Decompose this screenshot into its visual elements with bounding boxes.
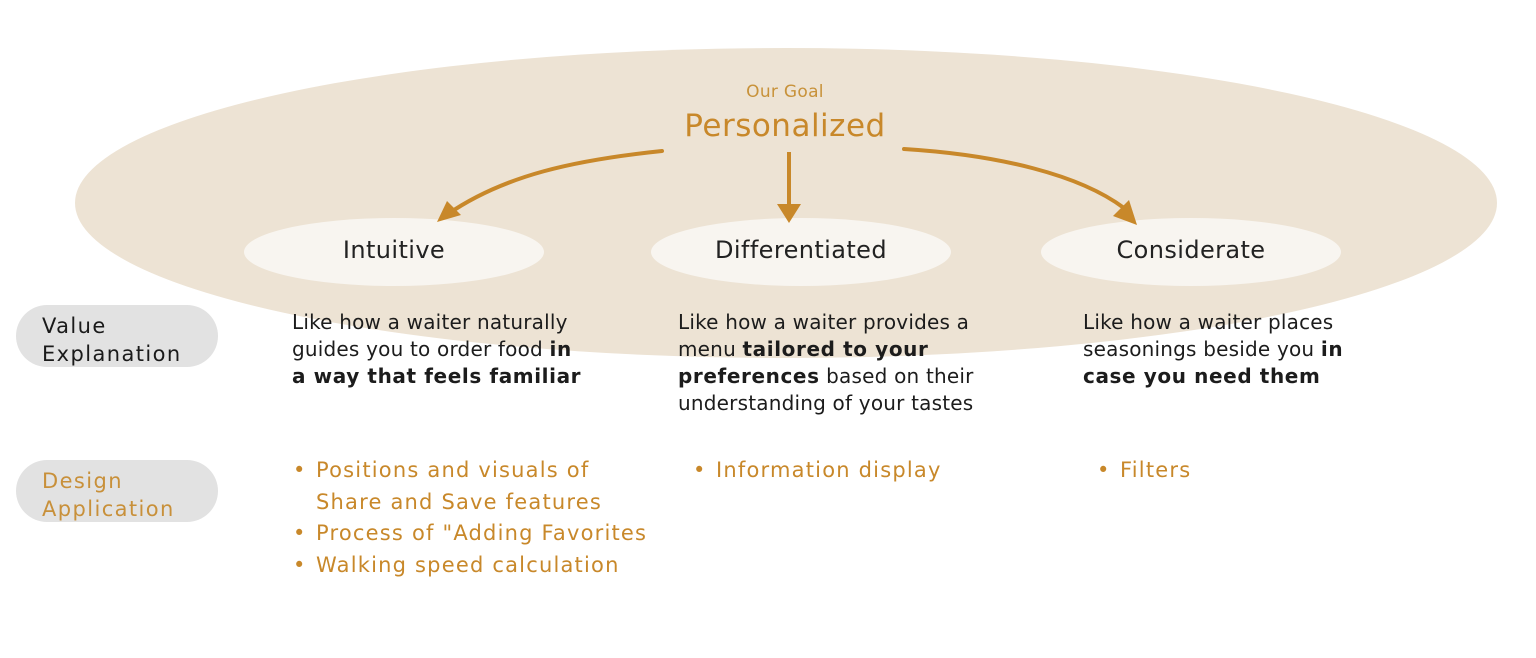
bullet-icon: • xyxy=(293,552,307,577)
design-application-item: • Walking speed calculation xyxy=(292,550,662,582)
row-label-line: Explanation xyxy=(42,342,182,366)
pillar-label-considerate: Considerate xyxy=(1116,236,1266,264)
arrowhead-considerate xyxy=(1113,200,1137,225)
goal-title: Personalized xyxy=(684,108,886,144)
design-application-text: Positions and visuals of Share and Save … xyxy=(316,458,603,514)
arrowhead-intuitive xyxy=(437,201,461,222)
value-explanation-intuitive: Like how a waiter naturally guides you t… xyxy=(292,309,582,390)
explanation-text: based on their understanding of your tas… xyxy=(678,364,974,415)
design-application-intuitive: • Positions and visuals of Share and Save… xyxy=(292,455,662,581)
explanation-text: Like how a waiter naturally guides you t… xyxy=(292,310,568,361)
pillar-ellipse-intuitive xyxy=(244,218,544,286)
design-application-considerate: • Filters xyxy=(1096,455,1296,487)
explanation-text: Like how a waiter provides a menu xyxy=(678,310,970,361)
arrow-to-intuitive xyxy=(446,149,664,216)
row-label-design-application: Design Application xyxy=(16,460,218,522)
design-application-text: Filters xyxy=(1120,458,1192,482)
arrow-to-considerate xyxy=(902,147,1126,210)
design-application-differentiated: • Information display xyxy=(692,455,1012,487)
row-label-line: Value xyxy=(42,314,107,338)
pillar-ellipse-considerate xyxy=(1041,218,1341,286)
explanation-emphasis: in case you need them xyxy=(1083,337,1344,388)
design-application-text: Walking speed calculation xyxy=(316,552,620,577)
explanation-emphasis: in a way that feels familiar xyxy=(292,337,582,388)
design-application-item: • Information display xyxy=(692,455,1012,487)
bullet-icon: • xyxy=(1097,458,1111,482)
explanation-text: Like how a waiter places seasonings besi… xyxy=(1083,310,1334,361)
pillar-label-intuitive: Intuitive xyxy=(342,236,446,264)
bullet-icon: • xyxy=(693,458,707,482)
pillar-ellipse-differentiated xyxy=(651,218,951,286)
design-application-item: • Process of "Adding Favorites xyxy=(292,518,662,550)
explanation-emphasis: tailored to your preferences xyxy=(678,337,929,388)
design-application-text: Process of "Adding Favorites xyxy=(316,521,648,545)
design-application-item: • Positions and visuals of Share and Save… xyxy=(292,455,662,518)
value-explanation-differentiated: Like how a waiter provides a menu tailor… xyxy=(678,309,1023,417)
goal-caption: Our Goal xyxy=(746,82,824,102)
bullet-icon: • xyxy=(293,521,307,545)
pillar-label-differentiated: Differentiated xyxy=(715,236,887,264)
design-application-item: • Filters xyxy=(1096,455,1296,487)
row-label-line: Application xyxy=(42,497,175,521)
arrowhead-differentiated xyxy=(777,204,801,223)
row-label-line: Design xyxy=(42,469,123,493)
design-application-text: Information display xyxy=(716,458,942,482)
row-label-value-explanation: Value Explanation xyxy=(16,305,218,367)
value-explanation-considerate: Like how a waiter places seasonings besi… xyxy=(1083,309,1383,390)
bullet-icon: • xyxy=(293,458,307,482)
